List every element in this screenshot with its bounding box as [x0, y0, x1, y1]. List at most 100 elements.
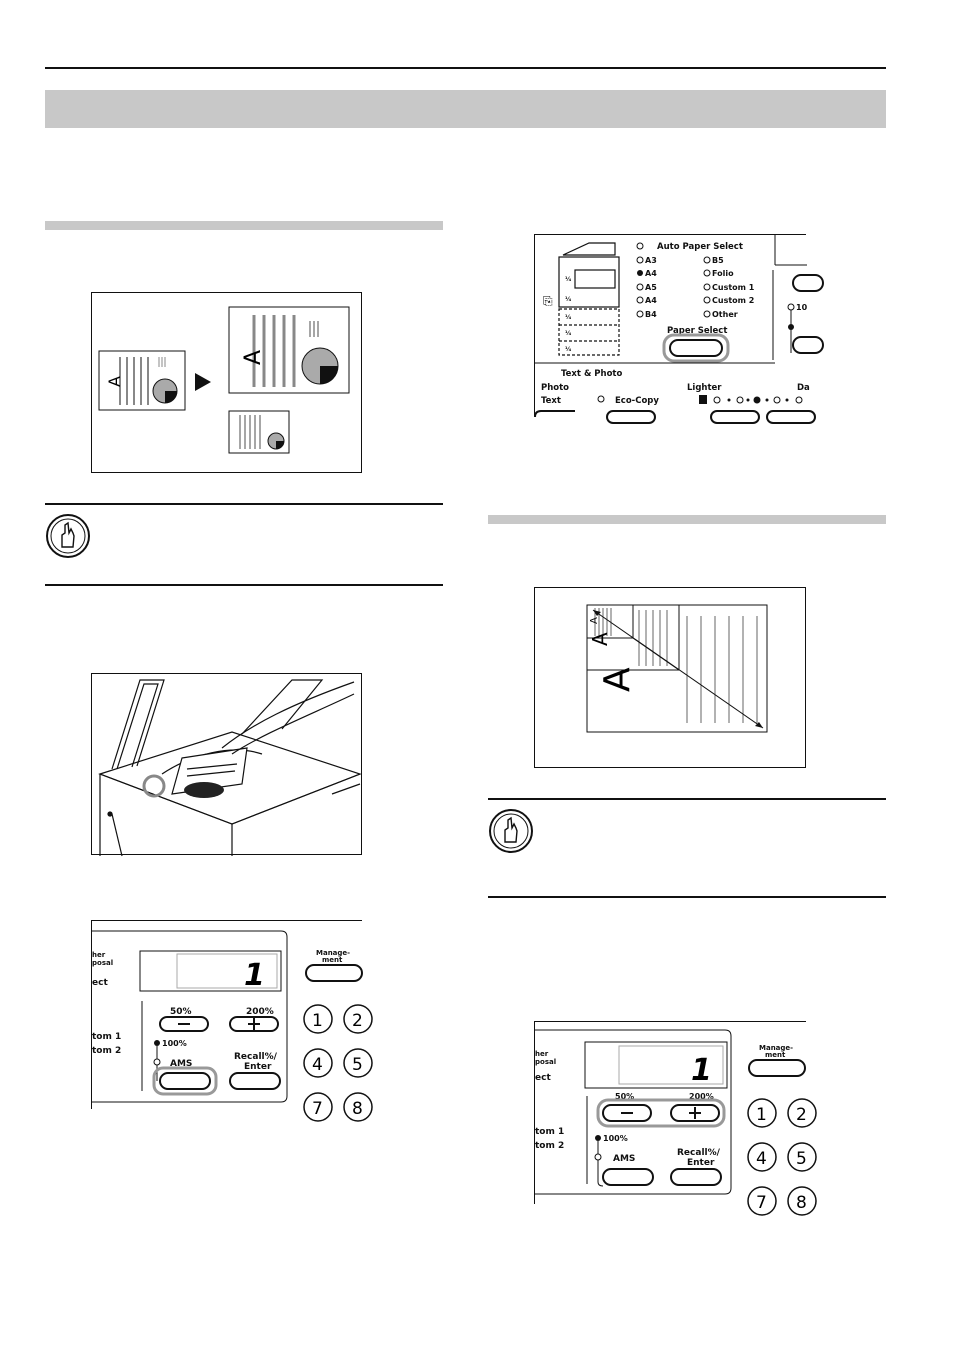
ams-button[interactable]: [159, 1072, 211, 1090]
ams-button[interactable]: [602, 1168, 654, 1186]
svg-text:A: A: [105, 376, 124, 387]
platen-illustration: [91, 673, 362, 857]
zoom-out-label: 50%: [170, 1007, 192, 1017]
zoom-control-panel-keys: her posal 1 ect tom 1 tom 2 50% 200% 100…: [534, 1021, 817, 1216]
custom2-partial: tom 2: [92, 1046, 121, 1056]
notice-bottom-rule-left: [45, 584, 443, 586]
text-photo-label: Text & Photo: [561, 369, 622, 379]
svg-text:4: 4: [756, 1149, 767, 1169]
svg-text:8: 8: [796, 1193, 807, 1213]
section-header-bar: [45, 90, 886, 128]
zoom-in-button[interactable]: [229, 1016, 279, 1032]
panel-partial-text-2: posal: [535, 1058, 556, 1066]
caution-hand-icon: [488, 808, 534, 854]
key-8[interactable]: [343, 1092, 373, 1122]
size-a3: A3: [645, 256, 657, 265]
svg-text:7: 7: [312, 1099, 323, 1119]
auto-paper-select-label: Auto Paper Select: [657, 242, 743, 252]
preset-100-indicator: [154, 1040, 160, 1046]
zoom-illustration: A A: [91, 292, 362, 473]
subsection-bar-right: [488, 515, 886, 524]
preset-100-label: 100%: [603, 1134, 628, 1143]
zoom-in-button[interactable]: [670, 1104, 720, 1122]
svg-text:¹⁄₄: ¹⁄₄: [565, 276, 572, 283]
ams-indicator: [153, 1058, 161, 1066]
zoom-out-button[interactable]: [159, 1016, 209, 1032]
custom1-partial: tom 1: [535, 1127, 564, 1137]
paper-select-button[interactable]: [669, 339, 723, 357]
exposure-scale: [699, 395, 803, 404]
zoom-out-button[interactable]: [602, 1104, 652, 1122]
panel-partial-text-1: her: [535, 1050, 549, 1058]
recall-label-1: Recall%/: [677, 1148, 721, 1158]
management-button[interactable]: [748, 1059, 806, 1077]
ams-label: AMS: [613, 1154, 635, 1164]
management-button[interactable]: [305, 964, 363, 982]
numeric-keypad: 1 2 4 5 7 8: [747, 1098, 817, 1216]
preset-100-label: 100%: [162, 1039, 187, 1048]
svg-text:A: A: [597, 667, 638, 692]
paper-select-partial: ect: [92, 978, 108, 988]
enlarged-document: A: [228, 306, 350, 394]
svg-text:5: 5: [352, 1055, 363, 1075]
key-2[interactable]: [343, 1004, 373, 1034]
subsection-bar-left: [45, 221, 443, 230]
size-a5: A5: [645, 283, 657, 292]
key-4[interactable]: [303, 1048, 333, 1078]
side-button-partial[interactable]: [792, 274, 824, 292]
svg-text:2: 2: [352, 1011, 363, 1031]
size-folio: Folio: [712, 269, 734, 278]
zoom-in-label-partial: 200%: [689, 1092, 714, 1101]
svg-text:7: 7: [756, 1193, 767, 1213]
size-custom1: Custom 1: [712, 283, 755, 292]
svg-text:4: 4: [312, 1055, 323, 1075]
copy-count-display: 1: [244, 958, 265, 993]
top-rule: [45, 67, 886, 69]
key-1[interactable]: [747, 1098, 777, 1128]
size-other: Other: [712, 310, 738, 319]
management-label-2: ment: [322, 956, 343, 964]
key-5[interactable]: [343, 1048, 373, 1078]
diagonal-zoom-diagram: A A A: [534, 587, 806, 768]
recall-label-2: Enter: [687, 1158, 715, 1168]
management-label: Manage-: [316, 949, 350, 957]
recall-enter-button[interactable]: [229, 1072, 281, 1090]
recall-label-2: Enter: [244, 1062, 272, 1072]
svg-text:8: 8: [352, 1099, 363, 1119]
management-label: Manage-: [759, 1044, 793, 1052]
size-b4: B4: [645, 310, 657, 319]
notice-top-rule-right: [488, 798, 886, 800]
key-4[interactable]: [747, 1142, 777, 1172]
svg-text:1: 1: [312, 1011, 323, 1031]
recall-enter-button[interactable]: [670, 1168, 722, 1186]
notice-top-rule-left: [45, 503, 443, 505]
key-1[interactable]: [303, 1004, 333, 1034]
size-b5: B5: [712, 256, 724, 265]
ams-label: AMS: [170, 1059, 192, 1069]
svg-text:¹⁄₄: ¹⁄₄: [565, 346, 572, 353]
panel-partial-text-1: her: [92, 951, 106, 959]
key-7[interactable]: [747, 1186, 777, 1216]
preset-100-indicator: [595, 1135, 601, 1141]
paper-size-icon: ⎘: [543, 294, 553, 308]
key-5[interactable]: [787, 1142, 817, 1172]
reduced-document: [228, 410, 290, 454]
custom1-partial: tom 1: [92, 1032, 121, 1042]
svg-text:1: 1: [756, 1105, 767, 1125]
svg-text:¹⁄₄: ¹⁄₄: [565, 330, 572, 337]
caution-hand-icon: [45, 513, 91, 559]
text-mode-label: Text: [541, 396, 561, 406]
svg-text:A: A: [588, 632, 612, 646]
notice-bottom-rule-right: [488, 896, 886, 898]
copy-count-display: 1: [691, 1053, 712, 1088]
key-7[interactable]: [303, 1092, 333, 1122]
lighter-label: Lighter: [687, 383, 722, 393]
size-a4: A4: [645, 269, 657, 278]
key-2[interactable]: [787, 1098, 817, 1128]
paper-select-partial: ect: [535, 1073, 551, 1083]
svg-text:¹⁄₄: ¹⁄₄: [565, 314, 572, 321]
key-8[interactable]: [787, 1186, 817, 1216]
ams-indicator: [594, 1153, 602, 1161]
svg-text:A: A: [241, 350, 266, 365]
numeric-keypad: 1 2 4 5 7 8: [303, 1004, 373, 1122]
